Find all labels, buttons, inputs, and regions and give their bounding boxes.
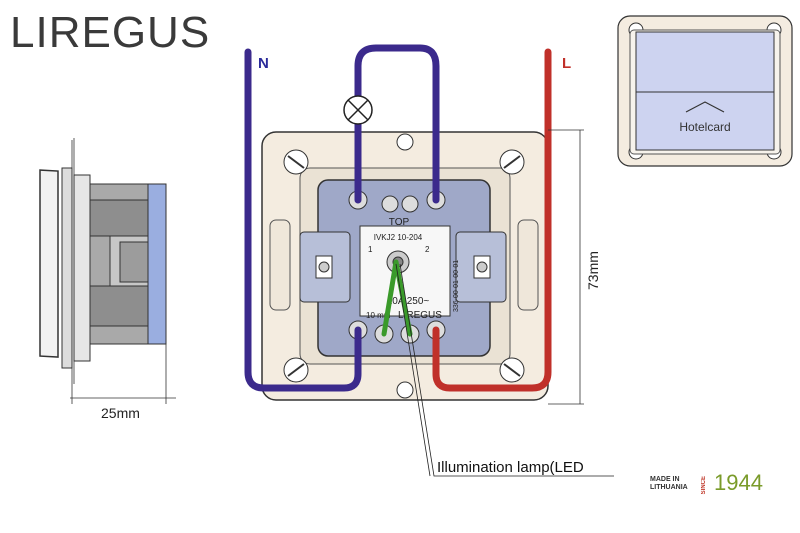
neutral-wire	[244, 48, 362, 392]
strip-length-label: 10 mm	[366, 311, 391, 320]
side-view	[39, 138, 176, 404]
liregus-logo: LIREGUS	[10, 8, 210, 58]
neutral-label: N	[258, 55, 269, 72]
hotelcard-label: Hotelcard	[679, 120, 730, 134]
logo-text: LIREGUS	[10, 8, 211, 57]
device-brand-mark: LIREGUS	[398, 310, 442, 321]
rating-label: 10A 250~	[387, 296, 430, 307]
terminal-2-label: 2	[425, 245, 430, 254]
live-label: L	[562, 55, 571, 72]
made-in-line2: LITHUANIA	[650, 484, 688, 491]
height-dimension	[548, 129, 584, 405]
live-wire	[432, 48, 552, 392]
terminal-1-label: 1	[368, 245, 373, 254]
device-code-label: 336-00-01-00-01	[453, 260, 460, 312]
led-leader-line	[399, 263, 614, 477]
depth-dimension-label: 25mm	[101, 405, 140, 421]
model-label: IVKJ2 10-204	[374, 233, 423, 242]
led-annotation-label: Illumination lamp(LED	[437, 459, 584, 476]
since-year: 1944	[714, 470, 763, 495]
switch-mechanism	[299, 179, 507, 357]
led-wire-green	[381, 259, 413, 337]
made-in-badge: MADE IN LITHUANIA	[650, 476, 688, 492]
lamp-loop-wire	[354, 44, 440, 204]
top-label: TOP	[389, 217, 410, 228]
height-dimension-label: 73mm	[585, 251, 601, 290]
since-label: SINCE	[701, 476, 707, 495]
made-in-line1: MADE IN	[650, 476, 680, 483]
lamp-symbol	[343, 95, 373, 125]
hotelcard-module	[617, 15, 793, 167]
